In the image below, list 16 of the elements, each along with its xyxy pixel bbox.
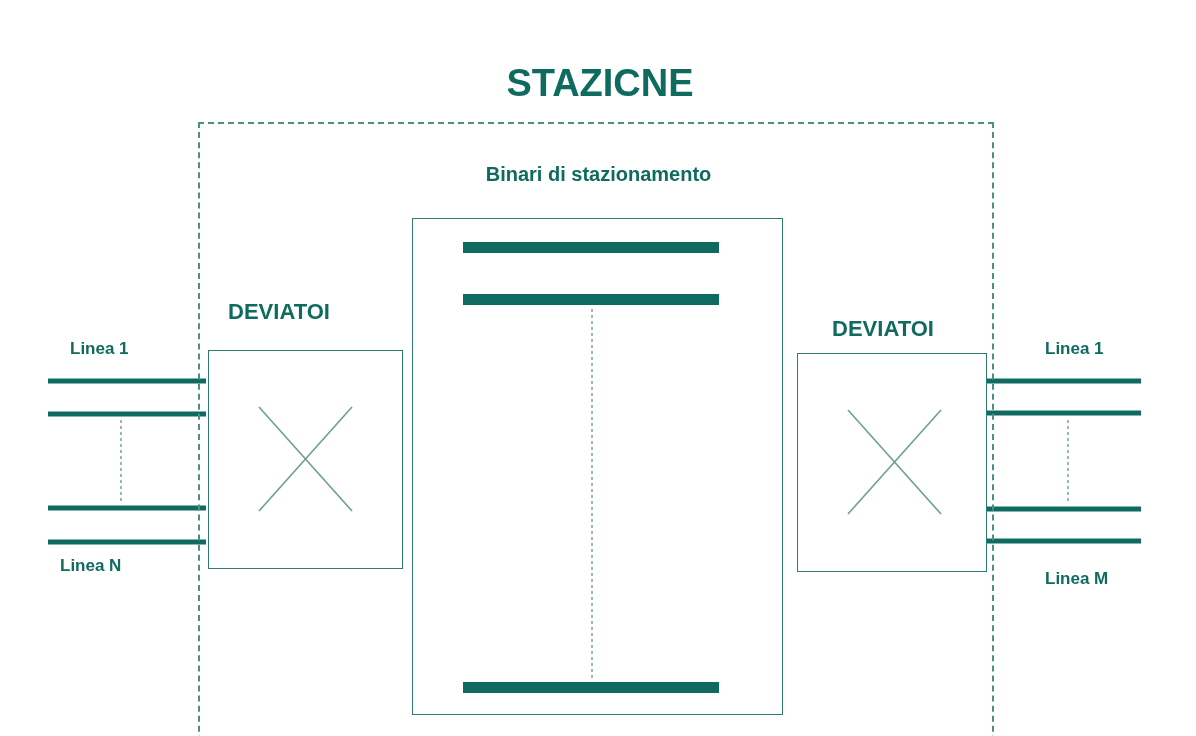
track-line [48, 505, 206, 511]
station-title: STAZICNE [505, 62, 695, 105]
line-label: Linea 1 [1045, 339, 1104, 359]
track-line [985, 378, 1141, 384]
track-line [48, 411, 206, 417]
box-heading: DEVIATOI [227, 299, 331, 325]
track-line [48, 378, 206, 384]
line-label: Linea M [1045, 569, 1109, 589]
track-line [985, 538, 1141, 544]
line-label: Linea 1 [70, 339, 129, 359]
track-line [985, 410, 1141, 416]
track-line [985, 506, 1141, 512]
box-heading: DEVIATOI [831, 316, 935, 342]
box-heading: Binari di stazionamento [484, 163, 713, 186]
track-line [48, 539, 206, 545]
line-label: Linea N [60, 556, 122, 576]
